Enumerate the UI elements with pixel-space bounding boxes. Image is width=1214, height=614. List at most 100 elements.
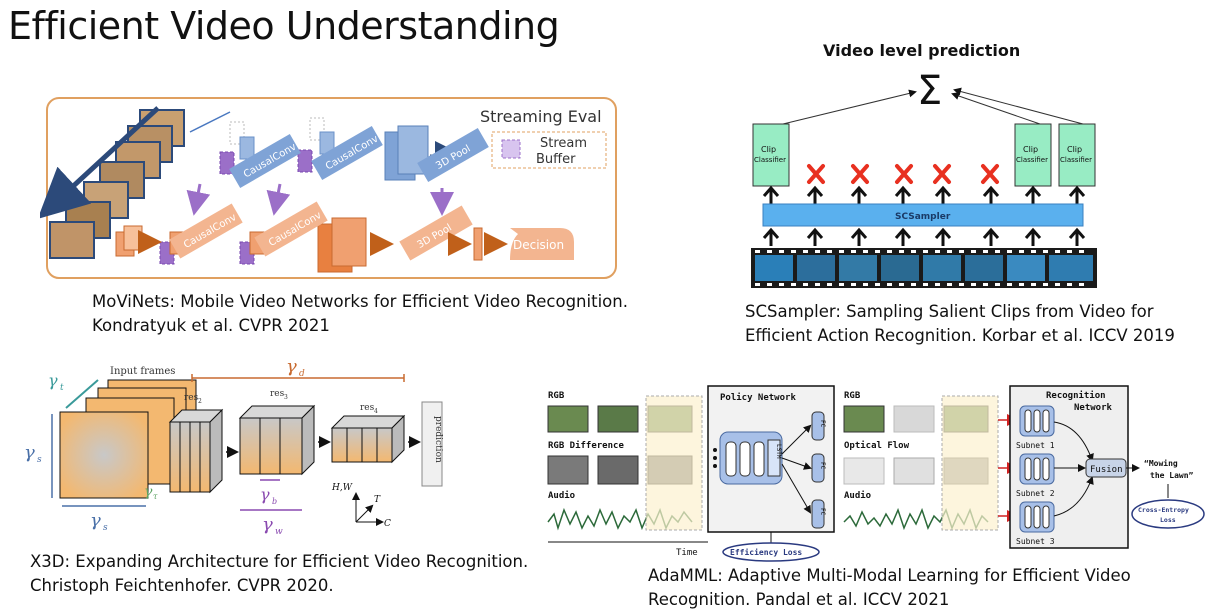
selected-input-highlight [941,395,999,531]
gamma-d-symbol: γ [286,356,297,377]
gamma-s-bottom-sub: s [103,523,108,533]
output-label-2: the Lawn” [1150,471,1194,480]
adamml-caption-1: AdaMML: Adaptive Multi-Modal Learning fo… [648,566,1131,585]
subnet-3-label: Subnet 3 [1016,537,1055,546]
feature-vector [473,227,483,261]
decision-block [510,228,574,260]
movinet-caption-2: Kondratyuk et al. CVPR 2021 [92,316,330,335]
subnet-1 [1019,405,1055,437]
stream-buffer-label-2: Buffer [536,152,576,167]
input-frames-label: Input frames [110,366,175,377]
adamml-caption-2: Recognition. Pandal et al. ICCV 2021 [648,590,950,609]
ce-loss-label-1: Cross-Entropy [1138,506,1189,514]
scsampler-caption-2: Efficient Action Recognition. Korbar et … [745,326,1175,345]
purple-arrow-1 [186,183,211,216]
efficiency-loss-label: Efficiency Loss [730,547,802,557]
rejected-marks [807,164,999,184]
gamma-s-left-symbol: γ [24,442,35,463]
video-level-prediction: Video level prediction [823,41,1020,60]
scsampler-label: SCSampler [895,212,951,222]
arrow-to-sum-1 [782,89,917,125]
stream-buffer-icon [501,139,521,159]
lstm-block [767,439,781,477]
fusion-label: Fusion [1090,465,1123,475]
stream-buffer-label-1: Stream [540,136,587,151]
scsampler-caption-1: SCSampler: Sampling Salient Clips from V… [745,302,1154,321]
decision-label: Decision [513,238,564,252]
gamma-b-sub: b [272,497,277,506]
x3d-diagram: Input frames γ t γ s γ s γ τ γ d res 2 r… [24,356,443,537]
video-frames [49,109,185,259]
res3-label: res [270,389,285,399]
gamma-w-symbol: γ [262,514,273,535]
gamma-w-sub: w [275,527,283,537]
recognition-network-label-2: Network [1074,403,1113,413]
fc-label-3: FC [819,508,826,516]
time-arrow [40,106,160,219]
clip-classifier-1 [752,123,790,187]
axis-hw-label: H,W [331,483,353,493]
film-sprockets [755,250,1084,286]
slide-title: Efficient Video Understanding [8,4,560,48]
classifier-label-1: Classifier [754,156,786,164]
res4-sub: 4 [374,408,378,415]
res2-label: res [184,393,199,403]
audio-input-label: Audio [548,490,575,501]
axis-t [355,504,374,523]
clip-classifier-3 [1058,123,1096,187]
axis-c-label: C [384,519,391,529]
gamma-s-bottom-symbol: γ [90,510,101,531]
arrow-fc2 [781,457,812,470]
causal-conv-orange-2 [254,201,328,257]
time-label: Time [676,548,698,558]
sigma-symbol: Σ [917,68,942,114]
rgb-selected-label: RGB [844,391,861,401]
film-frames [755,255,1093,281]
arrow-subnet1-fusion [1053,421,1094,462]
causal-conv-blue-2 [311,125,383,181]
gamma-tau-symbol: γ [144,484,153,500]
arrow-subnet3-fusion [1053,476,1094,517]
audio-selected-label: Audio [844,490,871,501]
scsampler-bar [762,203,1084,227]
x3d-caption-1: X3D: Expanding Architecture for Efficien… [30,552,529,571]
policy-input-highlight [645,395,703,531]
gamma-tau-sub: τ [153,492,158,501]
x3d-caption-2: Christoph Feichtenhofer. CVPR 2020. [30,576,334,595]
arrow-fc1 [781,424,812,455]
causal-conv-orange-1 [169,203,243,259]
gamma-t-symbol: γ [48,371,58,390]
adamml-diagram: RGB RGB Difference Audio Time Policy Net… [547,385,1205,562]
efficiency-loss [722,542,820,562]
prediction-label: prediction [433,416,443,463]
movinet-caption-1: MoViNets: Mobile Video Networks for Effi… [92,292,628,311]
recognition-network-label-1: Recognition [1046,390,1106,401]
fc-heads [811,411,825,529]
fc-label-1: FC [819,420,826,428]
res4-label: res [360,403,375,413]
pool-blue [417,127,489,183]
ce-loss-label-2: Loss [1160,516,1176,524]
policy-encoder-nodes [725,441,765,477]
res3-sub: 3 [284,394,288,401]
clip-classifier-2 [1014,123,1052,187]
sampler-input-arrows [762,227,1086,246]
subnet-1-label: Subnet 1 [1016,441,1055,450]
gamma-s-left-sub: s [37,455,42,465]
output-label-1: “Mowing [1144,458,1178,468]
purple-arrow-2 [266,183,291,216]
pool-orange [399,205,473,261]
streaming-eval-label: Streaming Eval [480,107,602,126]
subnet-2 [1019,453,1055,485]
clip-label-3: Clip [1067,145,1082,154]
gamma-b-symbol: γ [260,485,270,504]
arrow-to-sum-3 [953,87,1084,125]
res2-block [168,408,224,494]
prediction-block [421,401,443,487]
axis-t-label: T [374,495,381,505]
classifier-label-3: Classifier [1060,156,1092,164]
fc-label-2: FC [819,462,826,470]
lstm-label: LSTM [775,444,782,459]
gamma-t-bracket [65,379,99,409]
res4-block [330,414,406,464]
